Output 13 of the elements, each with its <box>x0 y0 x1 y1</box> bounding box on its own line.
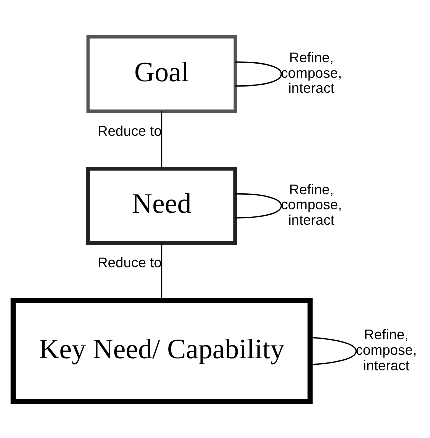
node-box: Goal <box>86 35 238 112</box>
edge-label: Refine, compose, interact <box>356 326 417 373</box>
connector <box>161 111 163 168</box>
edge-label: Reduce to <box>98 254 162 270</box>
node-box: Need <box>86 166 238 245</box>
edge-label: Refine, compose, interact <box>281 48 342 96</box>
connector <box>310 336 358 366</box>
edge-label: Reduce to <box>98 122 162 138</box>
connector <box>161 242 163 300</box>
edge-label: Refine, compose, interact <box>281 180 342 228</box>
node-box: Key Need/ Capability <box>10 298 313 404</box>
connector <box>236 192 282 218</box>
connector <box>236 61 282 86</box>
